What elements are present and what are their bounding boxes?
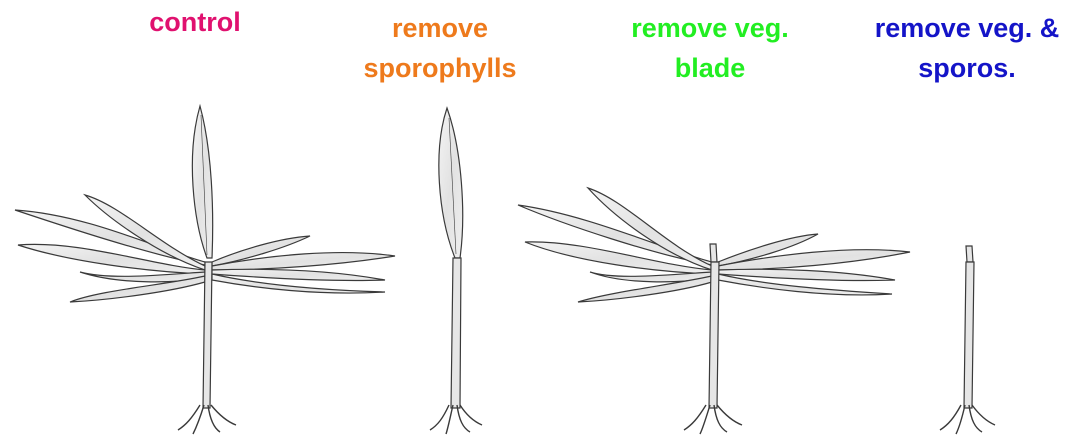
kelp-plant-control (15, 106, 395, 434)
cut-blade-stub (710, 244, 717, 262)
stipe (451, 258, 461, 408)
holdfast (430, 405, 482, 434)
kelp-plant-stipe-only (940, 246, 995, 434)
holdfast (684, 405, 742, 434)
stipe (203, 262, 212, 408)
vegetative-blade (439, 108, 463, 258)
stipe (709, 262, 719, 408)
cut-top-stub (966, 246, 973, 262)
stipe (964, 262, 974, 408)
kelp-plant-no-blade (518, 188, 910, 434)
kelp-plant-no-sporophylls (430, 108, 482, 434)
vegetative-blade (192, 106, 212, 258)
holdfast (940, 405, 995, 434)
holdfast (178, 405, 236, 434)
